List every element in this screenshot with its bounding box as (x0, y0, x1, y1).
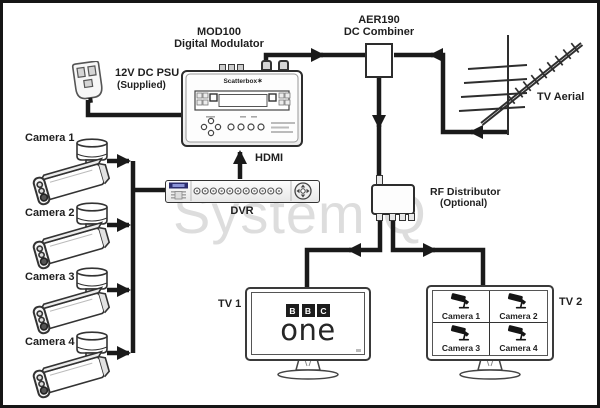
camera-4-label: Camera 4 (25, 336, 75, 348)
combiner-type: DC Combiner (343, 26, 415, 38)
camera-1-label: Camera 1 (25, 132, 75, 144)
quad-cell: Camera 2 (490, 291, 547, 323)
quad-cell: Camera 3 (433, 323, 490, 355)
distributor-note: (Optional) (440, 198, 488, 209)
modulator-brand: Scatterbox✶ (218, 77, 268, 85)
modulator-device (181, 70, 303, 147)
quad-cell-label: Camera 2 (499, 310, 538, 321)
cable-modulator-to-combiner (263, 48, 325, 71)
quad-cell-label: Camera 3 (441, 343, 481, 353)
quad-cell: Camera 1 (433, 291, 490, 323)
dvr-label: DVR (230, 205, 254, 217)
combiner-name: AER190 (358, 14, 400, 26)
quad-cell-label: Camera 1 (441, 310, 481, 321)
bbc-block: B (301, 304, 315, 317)
cctv-camera-icon (450, 325, 469, 341)
uk-plug-icon (71, 61, 103, 103)
bbc-logo: B B C (286, 304, 330, 317)
tv1-stand (277, 359, 339, 380)
distributor-device (371, 184, 415, 215)
bbc-one-wordmark: one (280, 313, 336, 347)
dvr-front-panel (169, 181, 312, 201)
tv-aerial-icon (458, 35, 584, 135)
cable-aerial-2 (429, 48, 473, 135)
tv2-quad-screen: Camera 1 Camera 2 Camera 3 Camera 4 (432, 290, 548, 356)
tv2-label: TV 2 (559, 296, 583, 308)
modulator-front-panel (185, 73, 299, 143)
cctv-camera-icon (507, 325, 527, 341)
hdmi-label: HDMI (255, 152, 284, 164)
quad-cell-label: Camera 4 (499, 343, 538, 353)
combiner-device (365, 43, 393, 78)
psu-note: (Supplied) (117, 80, 166, 91)
bbc-block: C (317, 304, 330, 317)
cable-psu-to-modulator (85, 100, 182, 118)
modulator-name: MOD100 (196, 26, 242, 38)
cctv-camera-icon (507, 292, 527, 309)
star-icon: ✶ (257, 78, 263, 85)
quad-cell: Camera 4 (490, 323, 547, 355)
tv2-device: Camera 1 Camera 2 Camera 3 Camera 4 (426, 285, 554, 361)
cable-distributor-to-tv2-2 (433, 247, 486, 287)
camera-2-label: Camera 2 (25, 207, 75, 219)
tv1-device: B B C one (245, 287, 371, 361)
aerial-label: TV Aerial (537, 91, 585, 103)
distributor-output-port (376, 213, 383, 221)
tv2-stand (459, 359, 521, 380)
distributor-name: RF Distributor (430, 186, 501, 198)
camera-3-label: Camera 3 (25, 271, 75, 283)
bullet-camera-icon (31, 138, 113, 207)
cctv-camera-icon (450, 292, 469, 309)
distributor-output-port (399, 213, 406, 221)
screen-corner-mark (356, 349, 361, 352)
tv1-label: TV 1 (218, 298, 242, 310)
modulator-type: Digital Modulator (174, 38, 264, 50)
distributor-output-port (408, 213, 415, 221)
distributor-output-port (389, 213, 396, 221)
cable-distributor-to-tv1-2 (304, 247, 351, 289)
brand-text: Scatterbox (223, 78, 258, 85)
dvr-device (165, 180, 320, 203)
bbc-block: B (286, 304, 299, 317)
cable-distributor-to-tv1 (347, 218, 383, 257)
cable-distributor-to-tv2 (390, 218, 437, 257)
tv1-screen: B B C one (251, 292, 365, 355)
psu-label: 12V DC PSU (115, 67, 180, 79)
